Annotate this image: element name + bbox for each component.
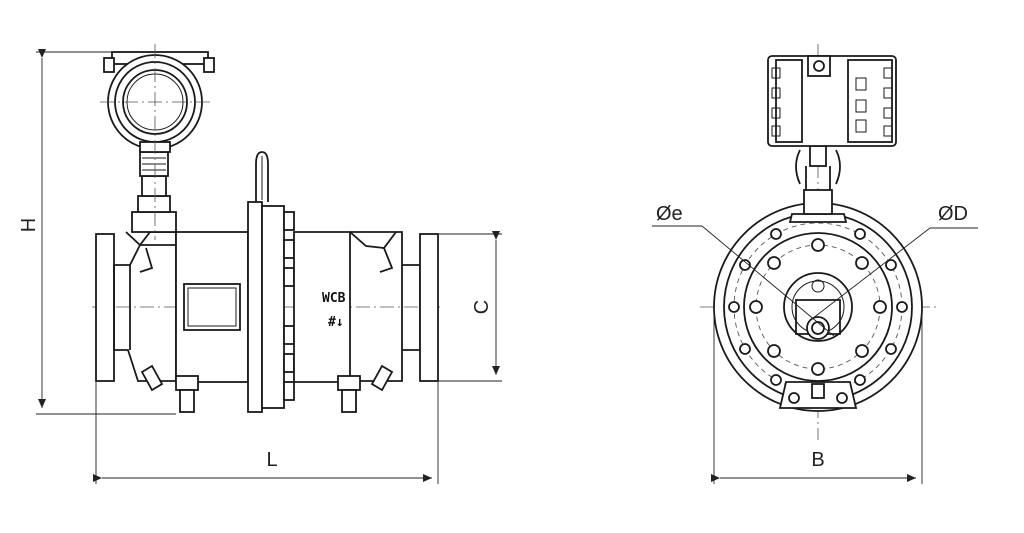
- transmitter-stem: [131, 151, 177, 233]
- dimension-C: C: [438, 231, 502, 382]
- front-stem: [803, 189, 833, 215]
- leader-e: [701, 225, 835, 337]
- gear-housing: [795, 299, 841, 335]
- side-view: WCB #↓: [92, 44, 440, 413]
- front-transmitter-housing: [767, 55, 897, 147]
- inner-bolt-holes: [749, 238, 887, 376]
- label-L: L: [266, 449, 277, 471]
- center-shaft: [806, 316, 830, 340]
- right-body: [293, 231, 351, 383]
- material-marking: WCB: [322, 291, 346, 306]
- outer-flange: [713, 202, 923, 412]
- main-body: [175, 231, 249, 383]
- lifting-lug: [255, 151, 269, 202]
- left-flange: [95, 233, 115, 382]
- drain-plugs: [140, 364, 394, 413]
- center-flange-left: [247, 201, 263, 413]
- front-view: Øe ØD: [652, 44, 978, 440]
- dimension-H: H: [18, 49, 176, 415]
- body-ring: [743, 232, 893, 382]
- label-C: C: [471, 300, 493, 314]
- label-H: H: [18, 218, 40, 232]
- left-neck: [113, 244, 177, 382]
- body-window: [183, 283, 241, 331]
- label-B: B: [811, 449, 824, 471]
- leader-D: [807, 227, 931, 323]
- label-D: ØD: [938, 203, 968, 225]
- dimension-L: L: [93, 382, 439, 484]
- transmitter-head: [100, 44, 215, 240]
- right-flange: [419, 233, 439, 382]
- right-neck: [402, 264, 421, 351]
- flow-symbol: #↓: [328, 315, 344, 330]
- flange-bolts: [283, 211, 295, 401]
- dimension-B: B: [711, 307, 923, 484]
- outer-bolt-holes: [728, 228, 908, 386]
- gear-outer: [783, 272, 853, 342]
- label-e: Øe: [656, 203, 683, 225]
- center-flange-right: [261, 205, 285, 409]
